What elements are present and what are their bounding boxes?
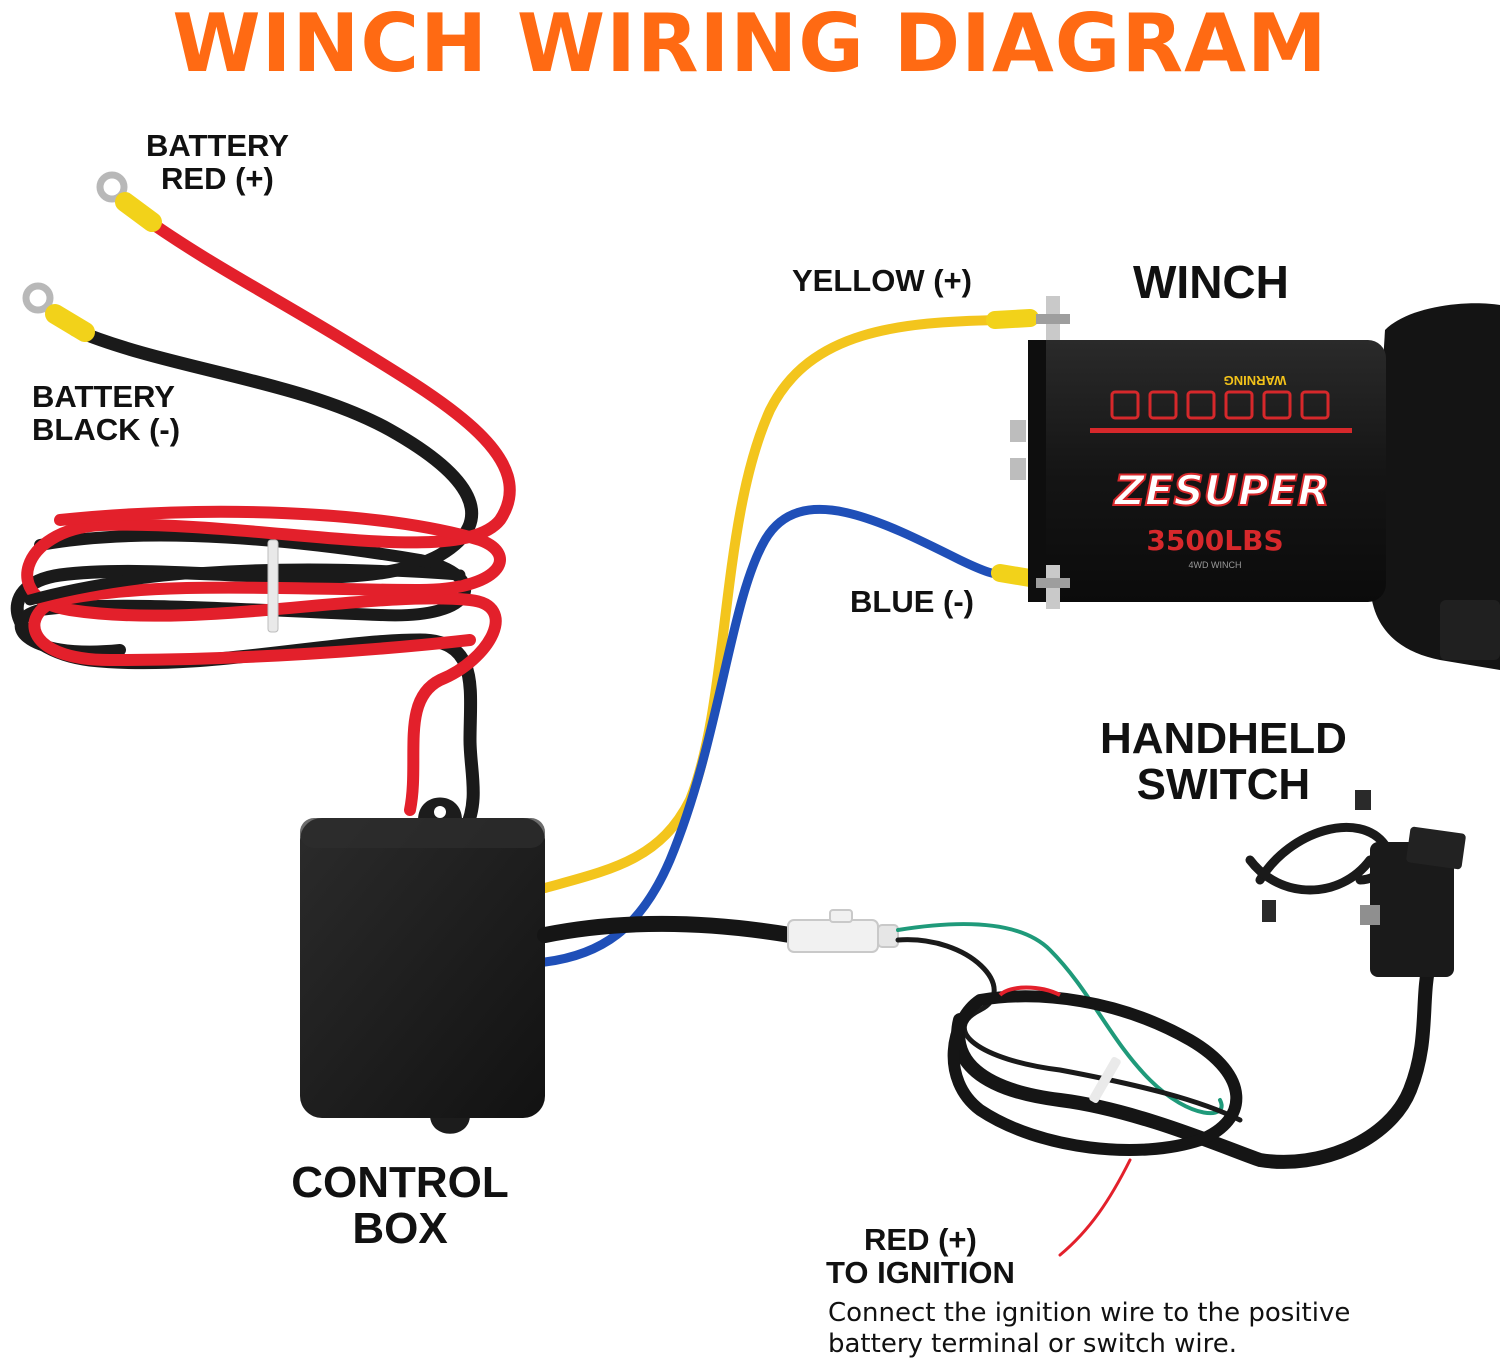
red-ignition-label-line1: RED (+) [864,1222,977,1257]
winch-capacity: 3500LBS [1146,524,1283,557]
switch-cable [537,915,798,943]
battery-red-terminal [96,171,162,232]
handheld-switch-label: HANDHELD SWITCH [1100,714,1347,810]
control-box-label-line2: BOX [352,1204,448,1254]
control-box [300,797,545,1134]
yellow-wire [540,315,1005,893]
blue-label: BLUE (-) [850,584,974,619]
winch: WARNING ZESUPER 3500LBS 4WD WINCH [1010,296,1500,670]
ignition-note-line1: Connect the ignition wire to the positiv… [828,1298,1351,1328]
battery-red-label-line2: RED (+) [161,160,274,196]
wire-connector [787,909,899,953]
blue-wire [540,504,1010,967]
battery-black-terminal [22,282,95,342]
control-box-label-line1: CONTROL [291,1158,509,1207]
red-ignition-label: RED (+) TO IGNITION [826,1222,1015,1290]
battery-cable-coil [10,171,516,837]
winch-positive-post [1036,296,1070,340]
ignition-red-wire [1058,1158,1132,1257]
battery-black-label-line1: BATTERY [32,379,175,414]
battery-red-wire [21,209,516,816]
yellow-label: YELLOW (+) [792,263,972,298]
diagram-title: WINCH WIRING DIAGRAM [172,0,1328,90]
red-ignition-label-line2: TO IGNITION [826,1254,1015,1290]
winch-label: WINCH [1133,256,1289,308]
handheld-switch-label-line2: SWITCH [1136,760,1311,810]
battery-black-label-line2: BLACK (-) [32,411,181,447]
winch-model: 4WD WINCH [1189,560,1242,570]
battery-red-label-line1: BATTERY [146,128,289,163]
control-box-label: CONTROL BOX [280,1158,520,1254]
battery-black-label: BATTERY BLACK (-) [32,379,181,447]
handheld-switch-label-line1: HANDHELD [1100,714,1347,763]
winch-negative-post [1036,565,1070,609]
battery-red-label: BATTERY RED (+) [146,128,289,196]
ignition-note-line2: battery terminal or switch wire. [828,1329,1238,1360]
handheld-switch [1245,790,1466,977]
winch-warning-text: WARNING [1224,373,1287,388]
winch-brand: ZESUPER [1112,466,1329,515]
ignition-note: Connect the ignition wire to the positiv… [828,1298,1350,1360]
